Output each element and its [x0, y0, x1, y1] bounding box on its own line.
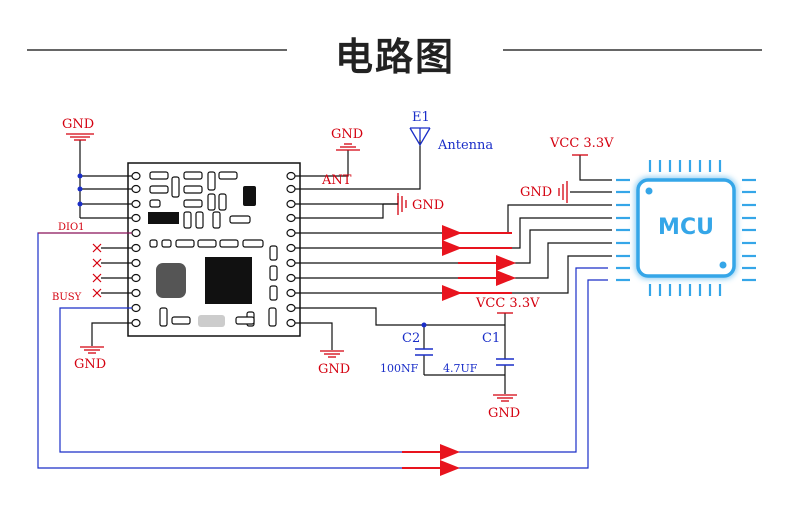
gnd-label-top-mid: GND — [331, 127, 363, 142]
gnd-symbol-top-left — [66, 133, 94, 141]
antenna-symbol — [409, 127, 431, 147]
vcc-label-caps: VCC 3.3V — [475, 296, 540, 311]
gnd-symbol-bottom-mid — [320, 350, 344, 358]
rf-module — [127, 162, 301, 337]
dio1-label: DIO1 — [58, 222, 85, 233]
gnd-label-ant: GND — [412, 198, 444, 213]
gnd-symbol-bottom-left — [80, 346, 104, 354]
busy-label: BUSY — [52, 292, 82, 303]
page-title: 电路图 — [334, 35, 455, 79]
gnd-symbol-mcu — [558, 181, 568, 203]
gnd-label-mcu: GND — [520, 185, 552, 200]
mcu-label: MCU — [658, 215, 714, 240]
ant-label: ANT — [321, 173, 352, 188]
mcu-chip: MCU — [616, 160, 756, 296]
gnd-label-caps: GND — [488, 406, 520, 421]
gnd-symbol-caps — [493, 394, 517, 402]
gnd-label-bottom-mid: GND — [318, 362, 350, 377]
gnd-label-bottom-left: GND — [74, 357, 106, 372]
gnd-label-top-left: GND — [62, 117, 94, 132]
signal-arrows — [442, 225, 516, 301]
gnd-symbol-top-mid — [336, 143, 360, 151]
gnd-symbol-ant — [397, 193, 407, 215]
c2-label: C2 — [402, 331, 420, 346]
nc-markers — [92, 243, 102, 298]
c1-value: 4.7UF — [443, 362, 478, 375]
vcc-label-mcu: VCC 3.3V — [549, 136, 614, 151]
e1-label: E1 — [412, 110, 430, 125]
c1-label: C1 — [482, 331, 500, 346]
antenna-label: Antenna — [437, 138, 493, 153]
c2-value: 100NF — [380, 362, 419, 375]
